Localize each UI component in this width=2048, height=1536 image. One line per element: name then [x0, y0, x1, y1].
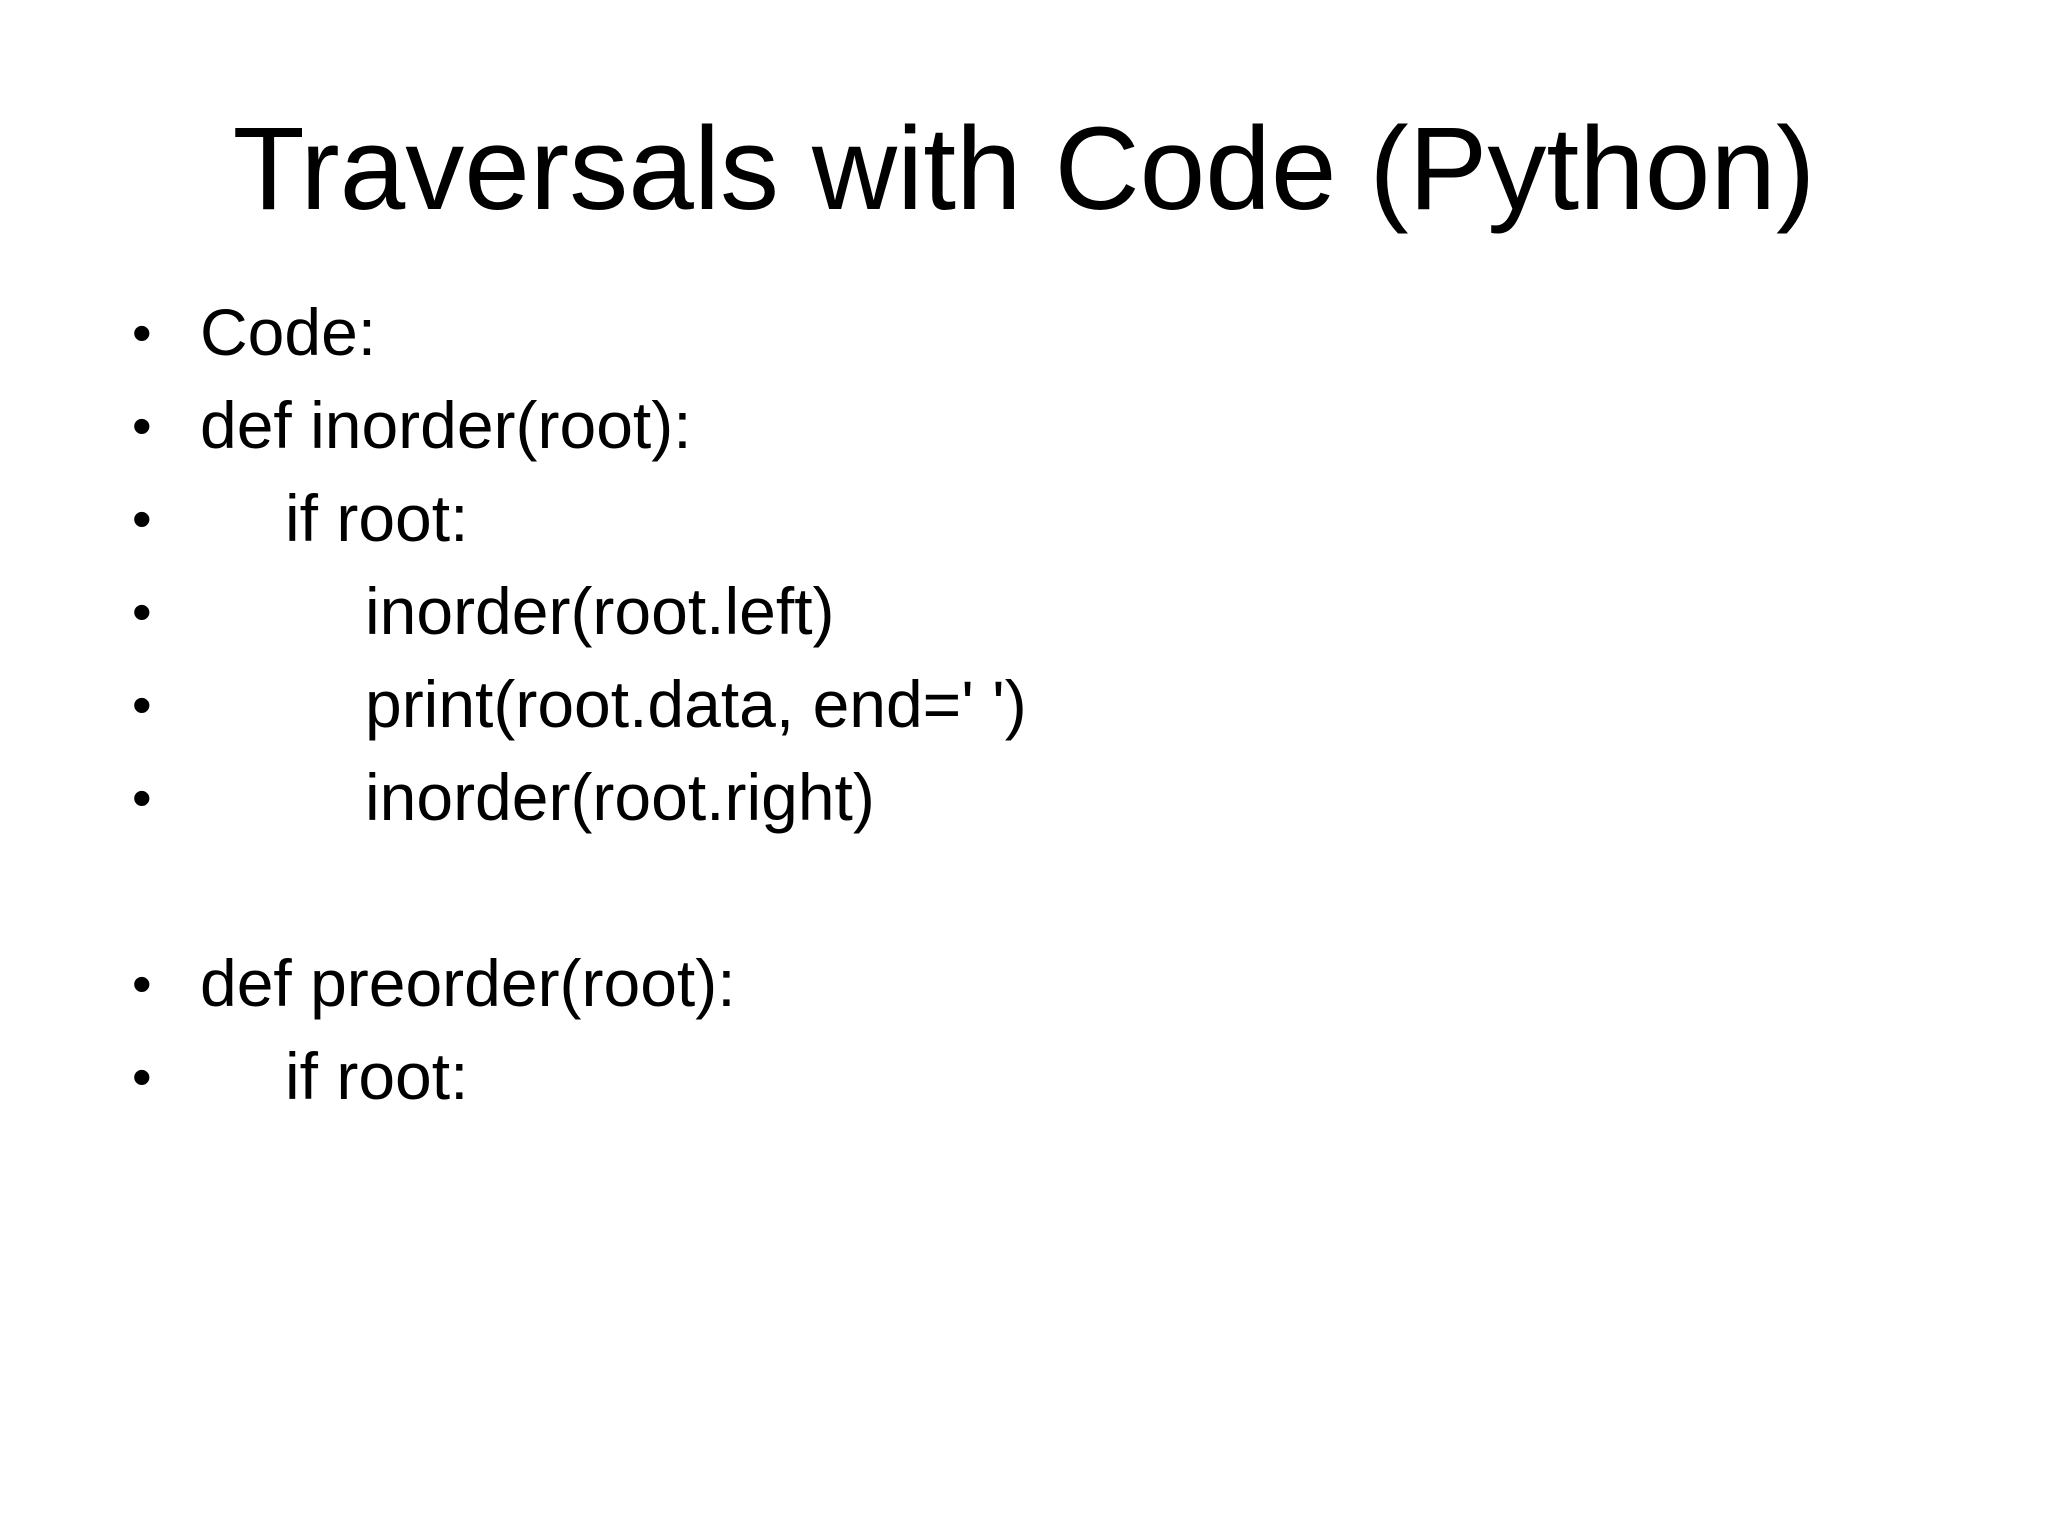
list-item-label: inorder(root.left) [365, 574, 835, 648]
list-item: • inorder(root.left) [0, 565, 2048, 658]
bullet-icon: • [132, 673, 152, 736]
bullet-icon: • [132, 952, 152, 1015]
content-bullet-list: • Code: • def inorder(root): • if root: • inord… [0, 286, 2048, 1123]
list-item: • if root: [0, 1030, 2048, 1123]
bullet-icon: • [132, 394, 152, 457]
bullet-icon: • [132, 766, 152, 829]
list-item: • Code: [0, 286, 2048, 379]
list-item-blank: • [0, 844, 2048, 937]
list-item: • print(root.data, end=' ') [0, 658, 2048, 751]
list-item-label: def preorder(root): [200, 946, 736, 1020]
list-item-label: inorder(root.right) [365, 760, 875, 834]
bullet-icon: • [132, 1045, 152, 1108]
page-title: Traversals with Code (Python) [232, 103, 1816, 235]
bullet-icon: • [132, 301, 152, 364]
list-item: • def inorder(root): [0, 379, 2048, 472]
list-item: • if root: [0, 472, 2048, 565]
list-item: • def preorder(root): [0, 937, 2048, 1030]
list-item-label: print(root.data, end=' ') [365, 667, 1027, 741]
bullet-icon: • [132, 580, 152, 643]
list-item-label: if root: [285, 1039, 469, 1113]
list-item-label: def inorder(root): [200, 388, 692, 462]
list-item-label: if root: [285, 481, 469, 555]
list-item-label: Code: [200, 295, 377, 369]
list-item: • inorder(root.right) [0, 751, 2048, 844]
bullet-icon: • [132, 487, 152, 550]
